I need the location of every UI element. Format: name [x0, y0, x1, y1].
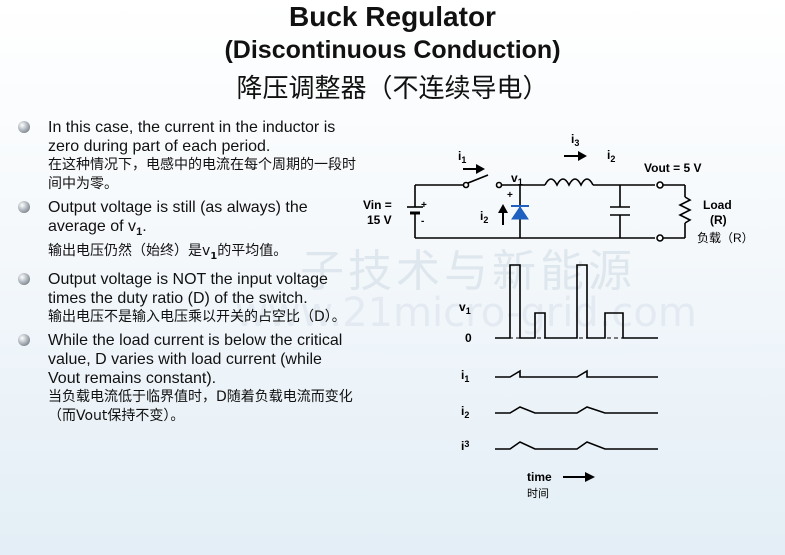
bullet-item: In this case, the current in the inducto… — [18, 118, 358, 194]
switch-contact-left — [462, 181, 470, 189]
wave-v1-label: v1 — [459, 300, 471, 316]
i2-waveform — [495, 406, 658, 414]
bullet-text-en: Output voltage is NOT the input voltage … — [48, 270, 328, 307]
bullet-item: Output voltage is NOT the input voltage … — [18, 270, 358, 327]
load-resistor — [678, 196, 692, 224]
load-cn-label: 负载（R） — [697, 231, 754, 245]
waveforms — [495, 264, 658, 450]
i3-label: i3 — [571, 132, 579, 148]
time-arrow-head — [585, 472, 595, 482]
vin-label: Vin = — [363, 198, 392, 212]
bullet-text-en: While the load current is below the crit… — [48, 331, 343, 387]
switch-blade — [467, 174, 489, 184]
bullet-list: In this case, the current in the inducto… — [18, 118, 358, 430]
wave-i1-label: i1 — [461, 368, 469, 384]
vout-label: Vout = 5 V — [644, 161, 701, 175]
bullet-text-cn: 当负载电流低于临界值时，D随着负载电流而变化（而Vout保持不变）。 — [48, 388, 353, 424]
switch-contact-right — [495, 181, 503, 189]
time-cn-label: 时间 — [527, 487, 549, 500]
load-r-label: (R) — [710, 213, 727, 227]
wave-i3-label: i3 — [461, 439, 469, 453]
vin-value: 15 V — [367, 213, 392, 227]
i2-arrow-head — [498, 204, 508, 213]
battery-minus: - — [421, 216, 424, 227]
circuit-and-waveforms: Vin = 15 V + - i1 v1 + i2 i3 i2 Vout = 5… — [363, 132, 754, 500]
battery-plus: + — [421, 200, 427, 211]
bullet-text-en: Output voltage is still (as always) the … — [48, 199, 308, 239]
node-plus: + — [507, 190, 513, 201]
page-title-cn: 降压调整器（不连续导电） — [236, 74, 549, 104]
bullet-text-cn: 输出电压仍然（始终）是v1的平均值。 — [48, 243, 288, 262]
i3-waveform — [495, 441, 658, 450]
inductor — [544, 178, 594, 187]
buck-circuit — [407, 174, 692, 242]
i2-right-label: i2 — [607, 148, 615, 164]
page-subtitle: (Discontinuous Conduction) — [224, 36, 561, 64]
time-label: time — [527, 470, 552, 484]
diode — [511, 206, 529, 220]
bullet-icon — [18, 272, 30, 285]
wave-i2-label: i2 — [461, 404, 469, 420]
bullet-icon — [18, 333, 30, 346]
page-title: Buck Regulator — [289, 1, 496, 32]
v1-label: v1 — [511, 171, 523, 187]
i2-label: i2 — [480, 209, 488, 225]
bullet-item: While the load current is below the crit… — [18, 331, 358, 426]
bullet-icon — [18, 201, 30, 213]
i1-arrow-head — [476, 164, 485, 174]
bullet-text-cn: 输出电压不是输入电压乘以开关的占空比（D）。 — [48, 308, 346, 325]
wave-zero-label: 0 — [465, 331, 472, 345]
i1-label: i1 — [458, 149, 466, 165]
bullet-text-cn: 在这种情况下，电感中的电流在每个周期的一段时间中为零。 — [48, 157, 356, 192]
i1-waveform — [495, 369, 658, 378]
bullet-icon — [18, 121, 30, 133]
i3-arrow-head — [578, 151, 587, 161]
output-terminal-bottom — [656, 234, 664, 242]
bullet-text-en: In this case, the current in the inducto… — [48, 119, 336, 155]
v1-waveform — [495, 264, 658, 339]
output-terminal-top — [656, 181, 664, 189]
load-label: Load — [703, 198, 732, 212]
bullet-item: Output voltage is still (as always) the … — [18, 198, 358, 266]
